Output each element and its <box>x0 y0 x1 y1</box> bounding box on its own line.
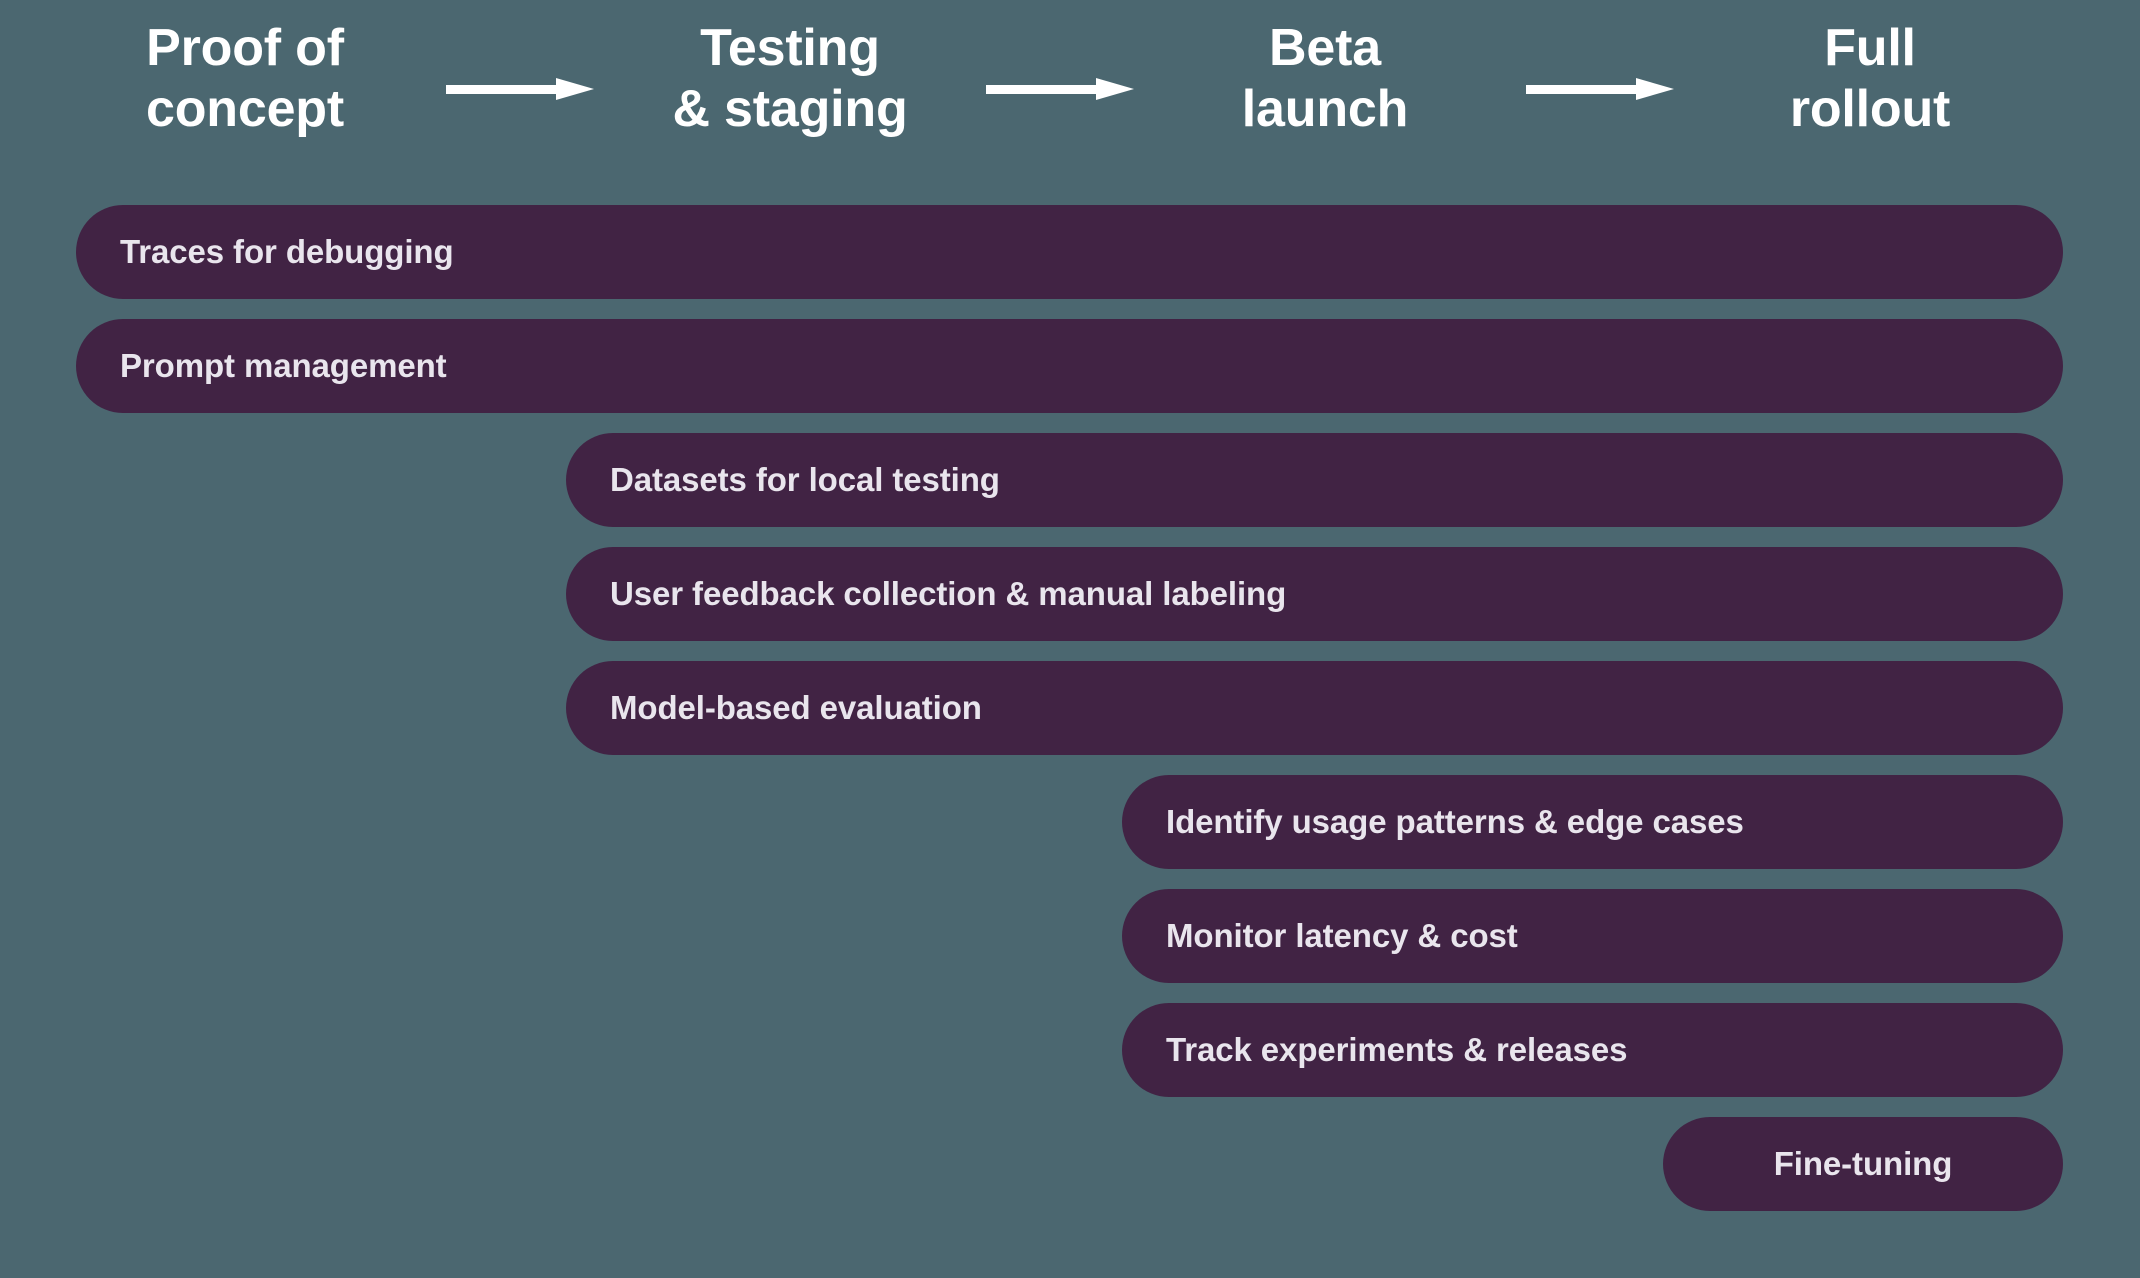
capability-bar-monitor-latency-and-cost[interactable]: Monitor latency & cost <box>1122 889 2063 983</box>
capability-bar-label: Prompt management <box>120 347 447 384</box>
capability-bar-traces-for-debugging[interactable]: Traces for debugging <box>76 205 2063 299</box>
capability-bar-track-experiments-and-releases[interactable]: Track experiments & releases <box>1122 1003 2063 1097</box>
phase-header-line-1: Testing <box>700 19 880 77</box>
capability-bar-label: Fine-tuning <box>1773 1145 1953 1182</box>
arrow-right-icon <box>986 78 1134 100</box>
phase-header-line-1: Proof of <box>146 19 344 77</box>
capability-bar-datasets-for-local-testing[interactable]: Datasets for local testing <box>566 433 2063 527</box>
phase-header-line-1: Full <box>1824 19 1916 77</box>
capability-bar-user-feedback-collection-and-manual-labeling[interactable]: User feedback collection & manual labeli… <box>566 547 2063 641</box>
phase-header-line-2: rollout <box>1789 79 1951 138</box>
phase-header-line-1: Beta <box>1269 19 1381 77</box>
capability-bar-label: Traces for debugging <box>120 233 454 270</box>
phase-header-line-2: launch <box>1241 79 1409 138</box>
arrow-head <box>1636 78 1674 100</box>
capability-bar-fine-tuning[interactable]: Fine-tuning <box>1663 1117 2063 1211</box>
capability-bar-label: Monitor latency & cost <box>1166 917 1518 954</box>
capability-bar-label: Identify usage patterns & edge cases <box>1166 803 1744 840</box>
capability-bar-prompt-management[interactable]: Prompt management <box>76 319 2063 413</box>
arrow-head <box>1096 78 1134 100</box>
capability-bar-label: Datasets for local testing <box>610 461 1000 498</box>
arrow-head <box>556 78 594 100</box>
phase-header-testing-and-staging: Testing& staging <box>580 18 1000 140</box>
capability-bar-identify-usage-patterns-and-edge-cases[interactable]: Identify usage patterns & edge cases <box>1122 775 2063 869</box>
capability-bar-model-based-evaluation[interactable]: Model-based evaluation <box>566 661 2063 755</box>
arrow-shaft <box>986 85 1098 94</box>
capability-bar-label: Track experiments & releases <box>1166 1031 1628 1068</box>
arrow-shaft <box>446 85 558 94</box>
capability-bar-label: User feedback collection & manual labeli… <box>610 575 1287 612</box>
arrow-shaft <box>1526 85 1638 94</box>
capability-bar-label: Model-based evaluation <box>610 689 982 726</box>
arrow-right-icon <box>1526 78 1674 100</box>
phase-header-line-2: & staging <box>672 79 908 138</box>
phase-header-line-2: concept <box>146 79 344 138</box>
arrow-right-icon <box>446 78 594 100</box>
